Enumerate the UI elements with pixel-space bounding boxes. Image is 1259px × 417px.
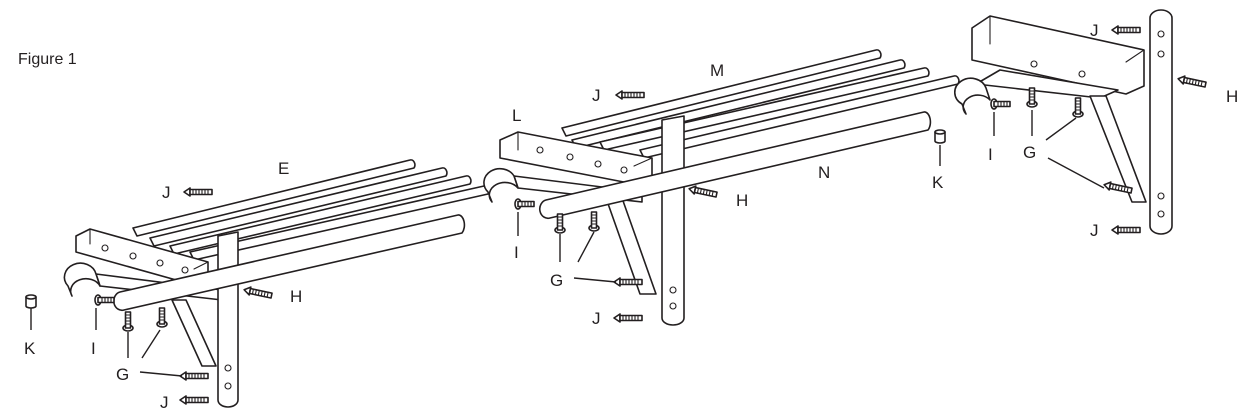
right-wall-bracket	[953, 9, 1173, 235]
label-e: E	[278, 159, 289, 178]
screw-g-left-2	[156, 307, 168, 328]
label-j-right-top: J	[1090, 21, 1099, 40]
screw-g-left-1	[122, 311, 134, 332]
label-h-right: H	[1226, 87, 1238, 106]
screw-g-right-2	[1072, 97, 1084, 118]
screw-i-mid	[514, 198, 535, 210]
rod-n	[538, 111, 932, 220]
label-k-mid: K	[932, 173, 944, 192]
screw-h-right	[1176, 74, 1208, 90]
screw-j-right-top	[1111, 25, 1141, 35]
label-n: N	[818, 163, 830, 182]
middle-shelf-assembly: M J L N H I G J K	[483, 49, 960, 328]
label-l: L	[512, 106, 521, 125]
left-shelf-assembly: E J H K I G J	[24, 159, 490, 412]
label-i-right: I	[988, 145, 993, 164]
screw-j-right-bottom	[1111, 225, 1141, 235]
label-k-left: K	[24, 339, 36, 358]
screw-h-left	[242, 285, 274, 301]
label-j-mid-bottom: J	[592, 309, 601, 328]
label-j-mid-top: J	[592, 86, 601, 105]
right-bracket-assembly: J H I G J	[953, 9, 1238, 240]
label-i-left: I	[91, 339, 96, 358]
end-cap-k-left	[25, 294, 37, 309]
label-g-mid: G	[550, 271, 563, 290]
screw-j-left-top	[183, 187, 213, 197]
screw-j-mid-bracket	[613, 277, 643, 287]
label-g-left: G	[116, 365, 129, 384]
end-cap-k-mid	[934, 129, 946, 144]
rods-m	[561, 49, 960, 159]
screw-j-left-bracket	[179, 371, 209, 381]
label-j-left-bottom: J	[160, 393, 169, 412]
screw-h-mid	[687, 184, 719, 200]
left-support-block	[75, 228, 209, 286]
figure-title: Figure 1	[18, 51, 77, 68]
label-m: M	[710, 61, 724, 80]
screw-j-left-bottom	[179, 395, 209, 405]
right-support-block	[971, 15, 1145, 95]
label-g-right: G	[1023, 143, 1036, 162]
label-j-right-bottom: J	[1090, 221, 1099, 240]
screw-j-mid-top	[615, 90, 645, 100]
screw-j-mid-bottom	[613, 313, 643, 323]
rods-e	[132, 159, 490, 261]
screw-i-right	[990, 98, 1011, 110]
label-h-left: H	[290, 287, 302, 306]
screw-i-left	[94, 294, 115, 306]
label-h-mid: H	[736, 191, 748, 210]
label-i-mid: I	[514, 243, 519, 262]
label-j-left-top: J	[162, 183, 171, 202]
screw-g-mid-2	[588, 211, 600, 232]
